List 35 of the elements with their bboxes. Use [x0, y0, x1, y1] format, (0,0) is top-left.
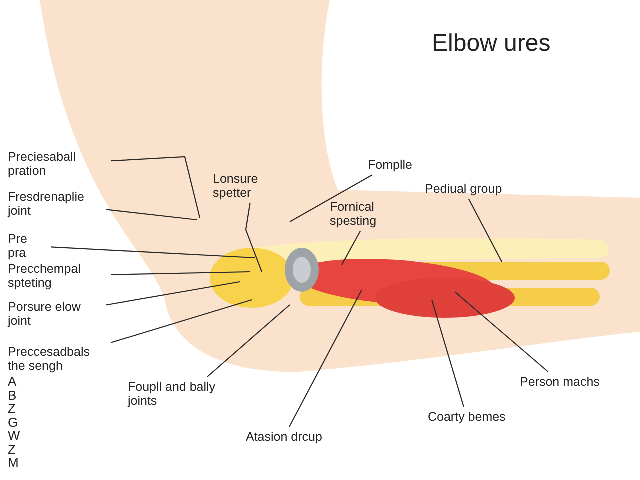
part-label: Atasion drcup — [246, 430, 322, 444]
leader-line — [468, 198, 502, 262]
part-label: Person machs — [520, 375, 600, 389]
part-label: Fresdrenaplie joint — [8, 190, 103, 218]
letter-label: Z — [8, 442, 16, 456]
leader-line — [245, 202, 263, 272]
part-label: Porsure elow joint — [8, 300, 103, 328]
leader-line — [110, 299, 252, 344]
part-label: Precchempal spteting — [8, 262, 108, 290]
letter-label: G — [8, 416, 18, 430]
leader-line — [110, 271, 250, 276]
part-label: Lonsure spetter — [213, 172, 293, 200]
letter-label: W — [8, 429, 20, 443]
part-label: Fomplle — [368, 158, 412, 172]
leader-line — [454, 292, 549, 372]
part-label: Preciesaball pration — [8, 150, 108, 178]
part-label: Preccesadbals the sengh — [8, 345, 108, 373]
letter-label: B — [8, 388, 17, 402]
part-label: Coarty bemes — [428, 410, 506, 424]
leader-line — [431, 300, 464, 408]
leader-line — [290, 174, 373, 222]
part-label: Pre pra — [8, 232, 48, 260]
letter-label: A — [8, 375, 17, 389]
leader-line — [110, 156, 201, 218]
leader-line — [50, 246, 256, 259]
leader-line — [106, 281, 240, 306]
letter-label: Z — [8, 402, 16, 416]
part-label: Fornical spesting — [330, 200, 410, 228]
leader-line — [289, 290, 362, 428]
part-label: Foupll and bally joints — [128, 380, 248, 408]
part-label: Pediual group — [425, 182, 502, 196]
letter-label: M — [8, 456, 19, 470]
leader-line — [342, 230, 362, 266]
diagram-title: Elbow ures — [432, 30, 551, 58]
leader-line — [207, 304, 290, 378]
